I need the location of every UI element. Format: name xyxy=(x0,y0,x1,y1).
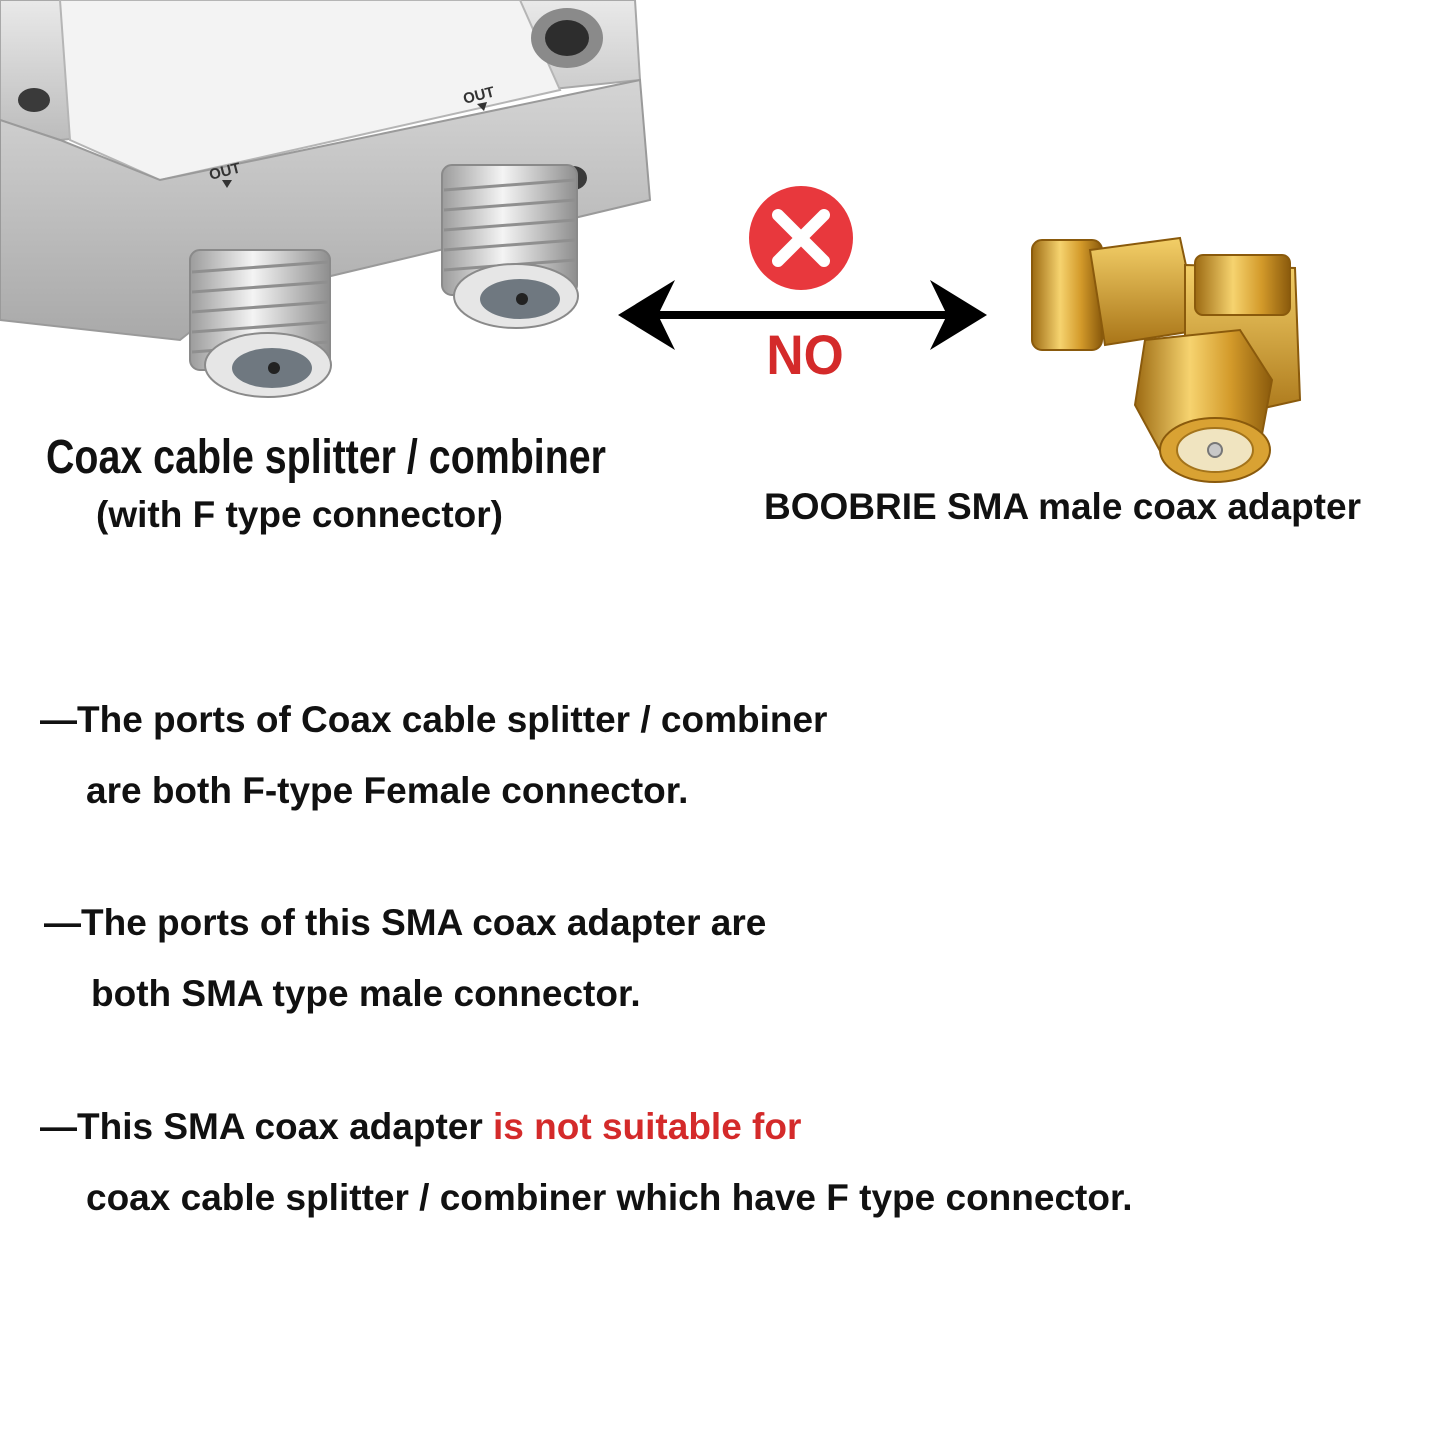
splitter-caption-title: Coax cable splitter / combiner xyxy=(46,431,606,484)
note-1-line-2: are both F-type Female connector. xyxy=(86,770,689,811)
sma-adapter-image xyxy=(1031,236,1302,483)
incompatible-marker: NO xyxy=(610,185,995,395)
no-label: NO xyxy=(766,323,844,386)
note-3-line-2: coax cable splitter / combiner which hav… xyxy=(86,1177,1133,1218)
note-2-line-1: —The ports of this SMA coax adapter are xyxy=(44,902,767,943)
note-3-line-1-highlight: is not suitable for xyxy=(493,1106,802,1147)
double-arrow-icon xyxy=(618,280,987,350)
splitter-caption-subtitle: (with F type connector) xyxy=(96,494,503,535)
f-port-left xyxy=(189,249,332,398)
adapter-caption-title: BOOBRIE SMA male coax adapter xyxy=(764,486,1361,527)
coax-splitter-image: OUT OUT xyxy=(0,0,652,398)
note-3-line-1-prefix: —This SMA coax adapter xyxy=(40,1106,494,1147)
note-3-line-1: —This SMA coax adapter is not suitable f… xyxy=(40,1104,801,1150)
note-1-line-1: —The ports of Coax cable splitter / comb… xyxy=(40,699,828,740)
close-icon xyxy=(749,186,853,290)
f-port-right xyxy=(441,164,579,329)
note-2-line-2: both SMA type male connector. xyxy=(91,973,641,1014)
